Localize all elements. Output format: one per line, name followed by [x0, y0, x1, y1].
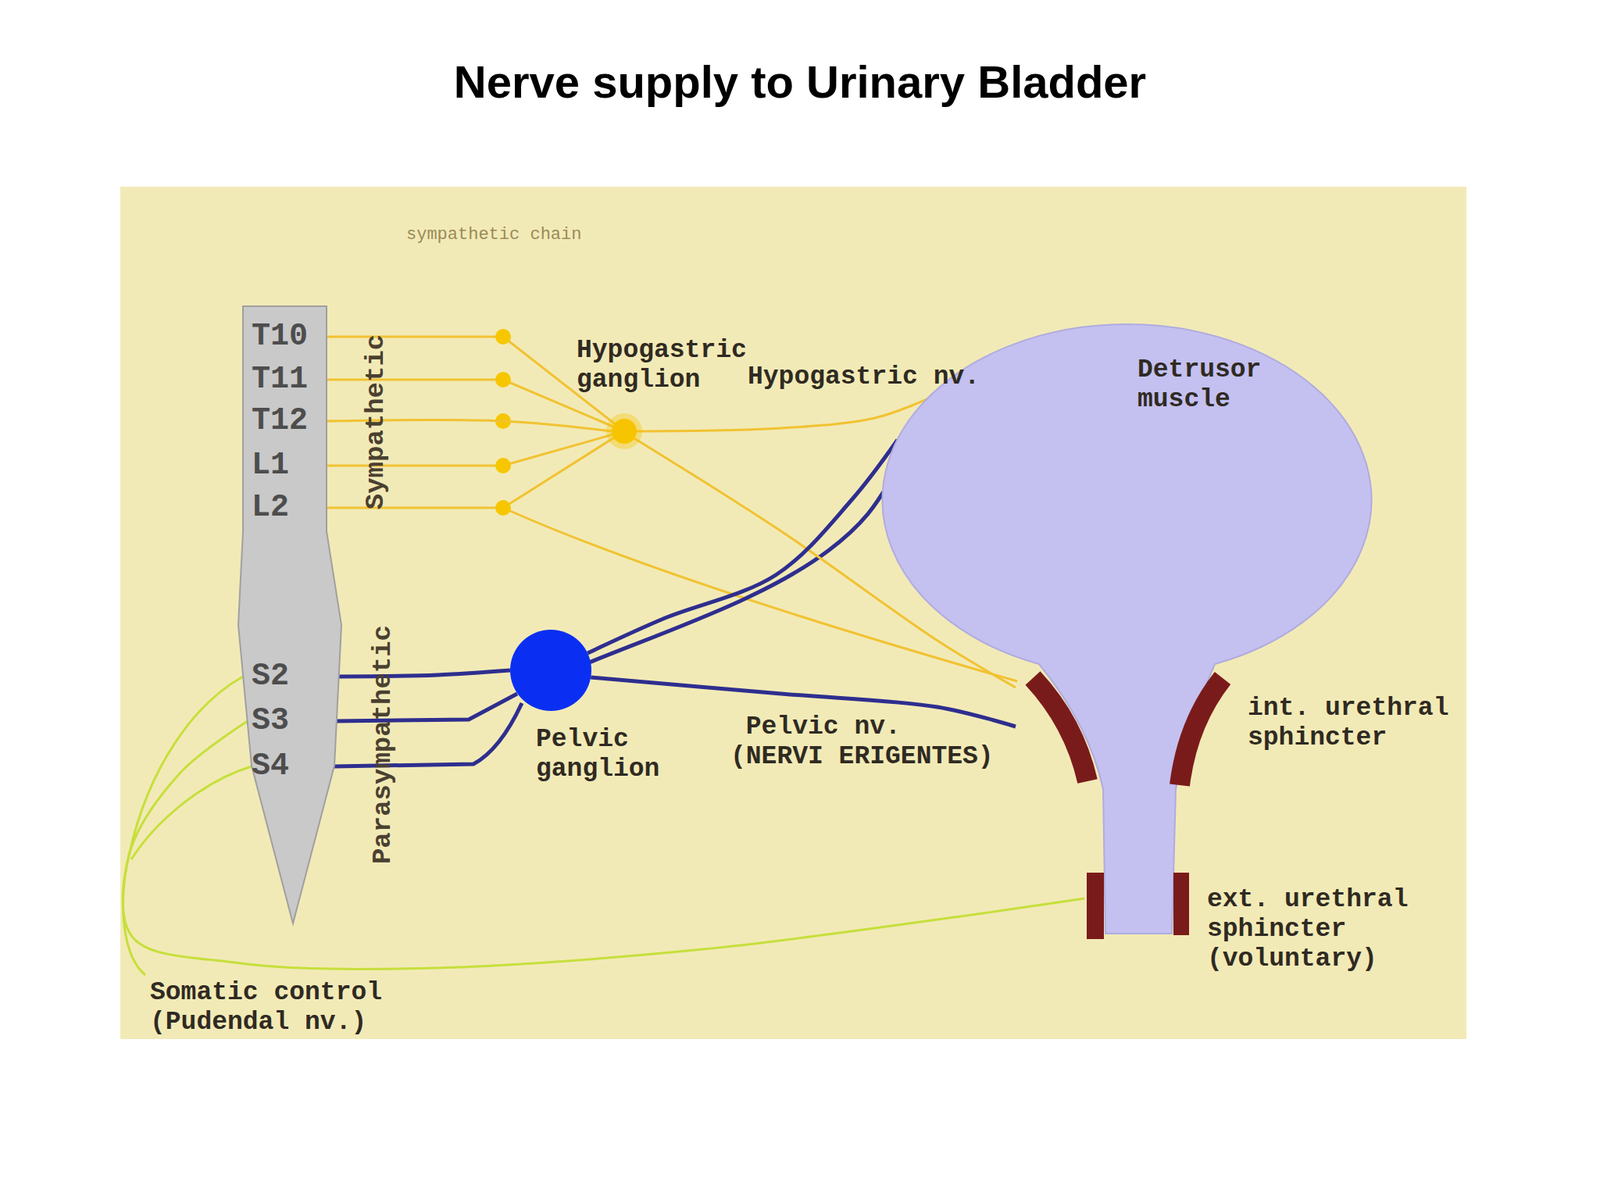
spinal-cord-shape	[238, 306, 342, 924]
hypogastric-ganglion: Hypogastric ganglion	[611, 418, 637, 444]
segment-label: L2	[251, 490, 290, 525]
chain-ganglion	[495, 500, 511, 516]
chain-ganglion	[495, 457, 511, 474]
nerve-label: Hypogastric nv.	[747, 362, 980, 393]
pelvic-ganglion-outline	[510, 629, 592, 711]
parasympathetic-fibre	[339, 670, 511, 677]
hypogastric-ganglion-outline	[611, 418, 637, 444]
urinary-bladder: Detrusor muscle	[878, 320, 1379, 938]
sphincter-band	[1179, 678, 1223, 786]
sphincter-label: ext. urethral sphincter (voluntary)	[1207, 885, 1424, 975]
sympathetic-fibre	[634, 438, 1016, 688]
ganglion-halo	[606, 413, 643, 450]
spinal-cord-outline	[234, 306, 344, 928]
nerve-label: Somatic control (Pudendal nv.)	[150, 978, 398, 1038]
diagram-title: Nerve supply to Urinary Bladder	[0, 54, 1600, 110]
chain-ganglion	[495, 371, 511, 388]
segment-label: T10	[251, 319, 308, 354]
chain-label: sympathetic chain	[406, 225, 582, 246]
external-sphincter: ext. urethral sphincter (voluntary)	[1084, 871, 1193, 942]
somatic-fibre	[123, 855, 146, 975]
external-sphincter-outline	[1084, 871, 1193, 942]
urinary-bladder-outline	[878, 320, 1379, 938]
ganglion-label: Hypogastric ganglion	[576, 335, 763, 396]
segment-label: S2	[251, 659, 290, 694]
segment-label: T11	[251, 362, 308, 397]
parasympathetic-fibre	[336, 693, 518, 722]
sphincter-band	[1032, 678, 1088, 782]
nerve-label: Pelvic nv. (NERVI ERIGENTES)	[730, 712, 1002, 772]
segment-label: S4	[251, 749, 290, 784]
segment-label: T12	[251, 403, 308, 439]
ganglion-label: Pelvic ganglion	[535, 725, 675, 785]
hypogastric-nerve	[636, 399, 928, 432]
sphincter-band	[1173, 872, 1190, 936]
parasympathetic-fibre	[334, 703, 522, 767]
division-label: Parasympathetic	[367, 625, 398, 865]
parasympathetic-fibre	[587, 439, 898, 654]
division-label: Sympathetic	[360, 334, 391, 510]
sphincter-band	[1086, 872, 1104, 940]
muscle-label: Detrusor muscle	[1137, 355, 1277, 415]
ganglion-dot	[611, 418, 637, 444]
background-panel	[120, 186, 1467, 1040]
internal-sphincter-outline	[1015, 667, 1235, 793]
sphincter-label: int. urethral sphincter	[1247, 693, 1465, 754]
segment-label: S3	[251, 703, 290, 739]
segment-label: L1	[251, 448, 290, 483]
spinal-cord: T10T11T12L1L2S2S3S4	[234, 306, 344, 928]
chain-ganglion	[495, 328, 511, 345]
bladder-shape	[882, 324, 1372, 934]
internal-sphincter: int. urethral sphincter	[1015, 667, 1235, 793]
pelvic-ganglion: Pelvic ganglion	[510, 629, 592, 711]
ganglion-circle	[510, 629, 592, 711]
